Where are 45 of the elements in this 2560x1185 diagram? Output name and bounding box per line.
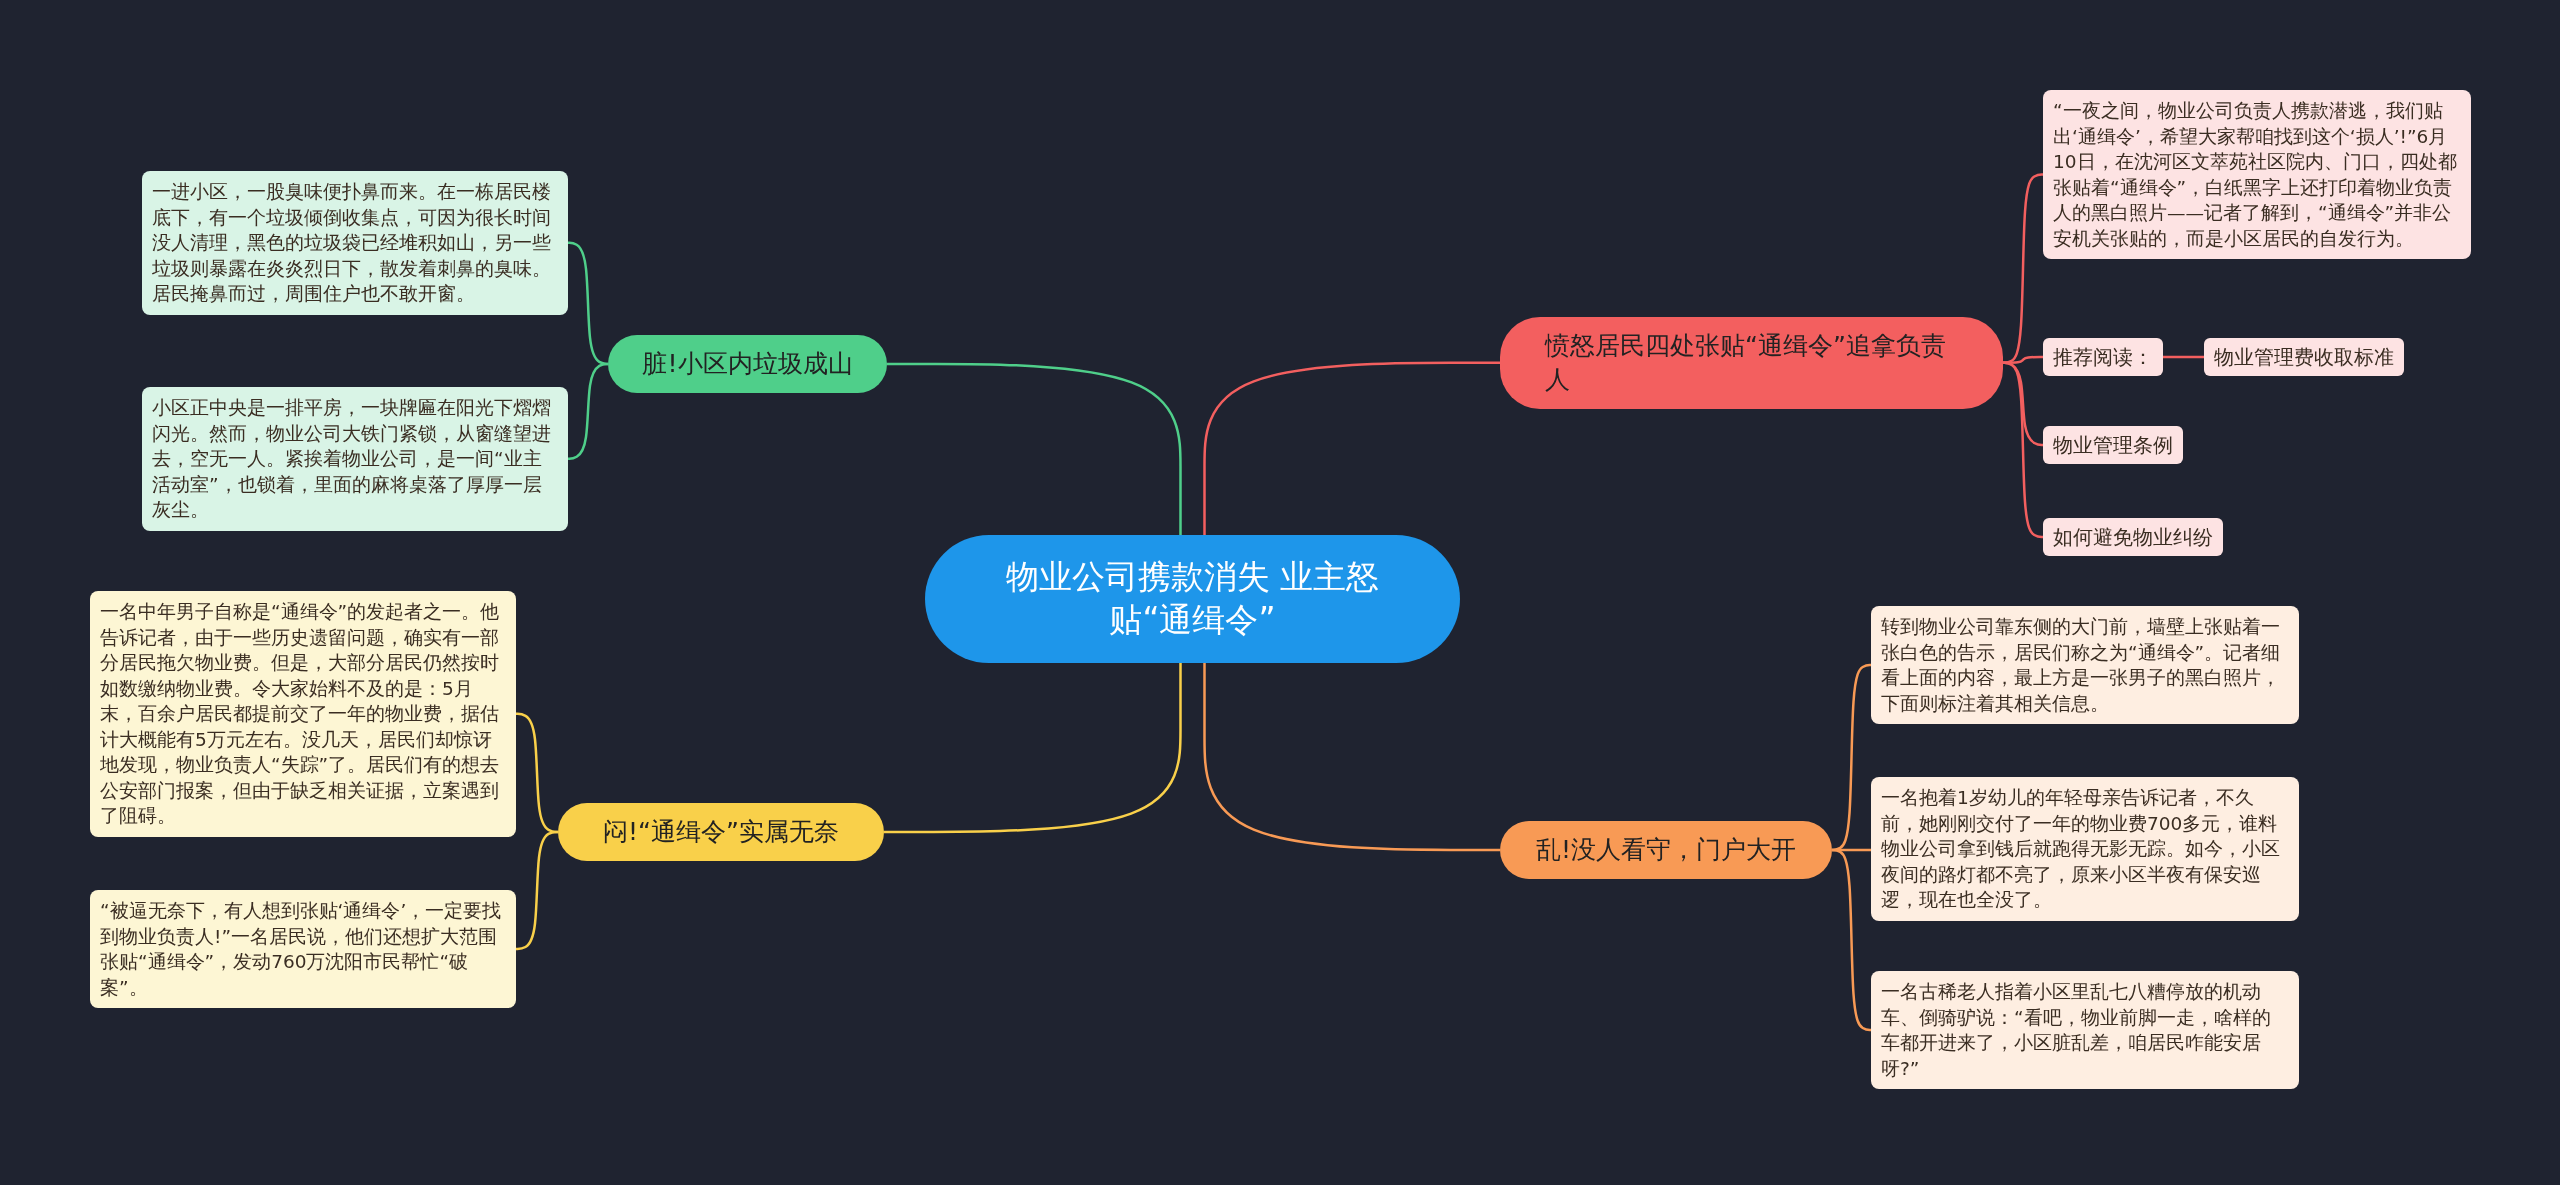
- branch-topic-bubble: [1500, 821, 1832, 879]
- branch-topic-text: 愤怒居民四处张贴“通缉令”追拿负责人: [1545, 330, 1947, 396]
- connector-line: [887, 362, 1182, 535]
- note-card: [1871, 777, 2299, 921]
- branch-topic-bubble: [558, 803, 884, 861]
- link-tag: [2043, 518, 2223, 556]
- connector-line: [1203, 361, 1500, 535]
- connector-line: [567, 362, 609, 461]
- link-tag: [2043, 426, 2183, 464]
- branch-topic-text: 脏!小区内垃圾成山: [641, 348, 854, 380]
- connector-line: [567, 241, 609, 366]
- note-card: [1871, 606, 2299, 725]
- note-text: 一名抱着1岁幼儿的年轻母亲告诉记者，不久前，她刚刚交付了一年的物业费700多元，谁料物业公司拿到钱后就跑得无影无踪。如今，小区夜间的路灯都不亮了，原来小区半夜有保安巡逻，现在也全没了。: [1881, 786, 2281, 913]
- branch-topic-text: 闷!“通缉令”实属无奈: [602, 816, 840, 848]
- central-topic-text: 物业公司携款消失 业主怒贴“通缉令”: [1004, 556, 1381, 641]
- link-text: 物业管理条例: [2053, 432, 2173, 458]
- connector-line: [1831, 848, 1872, 1032]
- note-card: [90, 890, 516, 1009]
- note-card: [142, 171, 568, 315]
- connector-line: [516, 712, 558, 834]
- connector-line: [1831, 663, 1872, 852]
- connector-line: [516, 830, 558, 951]
- link-tag: [2043, 338, 2163, 376]
- connector-line: [2002, 361, 2044, 539]
- link-tag: [2204, 338, 2404, 376]
- note-text: 一名古稀老人指着小区里乱七八糟停放的机动车、倒骑驴说：“看吧，物业前脚一走，啥样的车都开进来了，小区脏乱差，咱居民咋能安居呀?”: [1881, 980, 2272, 1081]
- branch-topic-text: 乱!没人看守，门户大开: [1535, 834, 1797, 866]
- link-text: 如何避免物业纠纷: [2053, 524, 2213, 550]
- connector-line: [2003, 355, 2043, 364]
- note-text: 一名中年男子自称是“通缉令”的发起者之一。他告诉记者，由于一些历史遗留问题，确实有一部分居民拖欠物业费。但是，大部分居民仍然按时如数缴纳物业费。令大家始料不及的是：5月末，百余户居民都提前交了一年的物业费，据估计大概能有5万元左右。没几天，居民们却惊讶地发现，物业负责人“失踪”了。居民们有的想去公安部门报案，但由于缺乏相关证据，立案遇到了阻碍。: [100, 600, 501, 829]
- note-text: 小区正中央是一排平房，一块牌匾在阳光下熠熠闪光。然而，物业公司大铁门紧锁，从窗缝望进去，空无一人。紧挨着物业公司，是一间“业主活动室”，也锁着，里面的麻将桌落了厚厚一层灰尘。: [152, 396, 552, 523]
- connector-line: [1203, 663, 1500, 852]
- branch-topic-bubble: [608, 335, 887, 393]
- note-text: “被逼无奈下，有人想到张贴‘通缉令’，一定要找到物业负责人!”一名居民说，他们还想扩大范围张贴“通缉令”，发动760万沈阳市民帮忙“破案”。: [100, 899, 503, 1000]
- connector-line: [2002, 173, 2044, 364]
- note-card: [142, 387, 568, 531]
- connector-line: [2163, 355, 2204, 359]
- note-text: 转到物业公司靠东侧的大门前，墙壁上张贴着一张白色的告示，居民们称之为“通缉令”。记者细看上面的内容，最上方是一张男子的黑白照片，下面则标注着其相关信息。: [1881, 615, 2282, 716]
- link-text: 物业管理费收取标准: [2214, 344, 2394, 370]
- note-card: [2043, 90, 2471, 260]
- link-text: 推荐阅读：: [2053, 344, 2153, 370]
- connector-line: [884, 663, 1182, 834]
- note-text: 一进小区，一股臭味便扑鼻而来。在一栋居民楼底下，有一个垃圾倾倒收集点，可因为很长时间没人清理，黑色的垃圾袋已经堆积如山，另一些垃圾则暴露在炎炎烈日下，散发着刺鼻的臭味。居民掩鼻而过，周围住户也不敢开窗。: [152, 180, 552, 307]
- note-text: “一夜之间，物业公司负责人携款潜逃，我们贴出‘通缉令’，希望大家帮咱找到这个‘损人’!”6月10日，在沈河区文萃苑社区院内、门口，四处都张贴着“通缉令”，白纸黑字上还打印着物业负责人的黑白照片——记者了解到，“通缉令”并非公安机关张贴的，而是小区居民的自发行为。: [2053, 99, 2458, 251]
- note-card: [1871, 971, 2299, 1090]
